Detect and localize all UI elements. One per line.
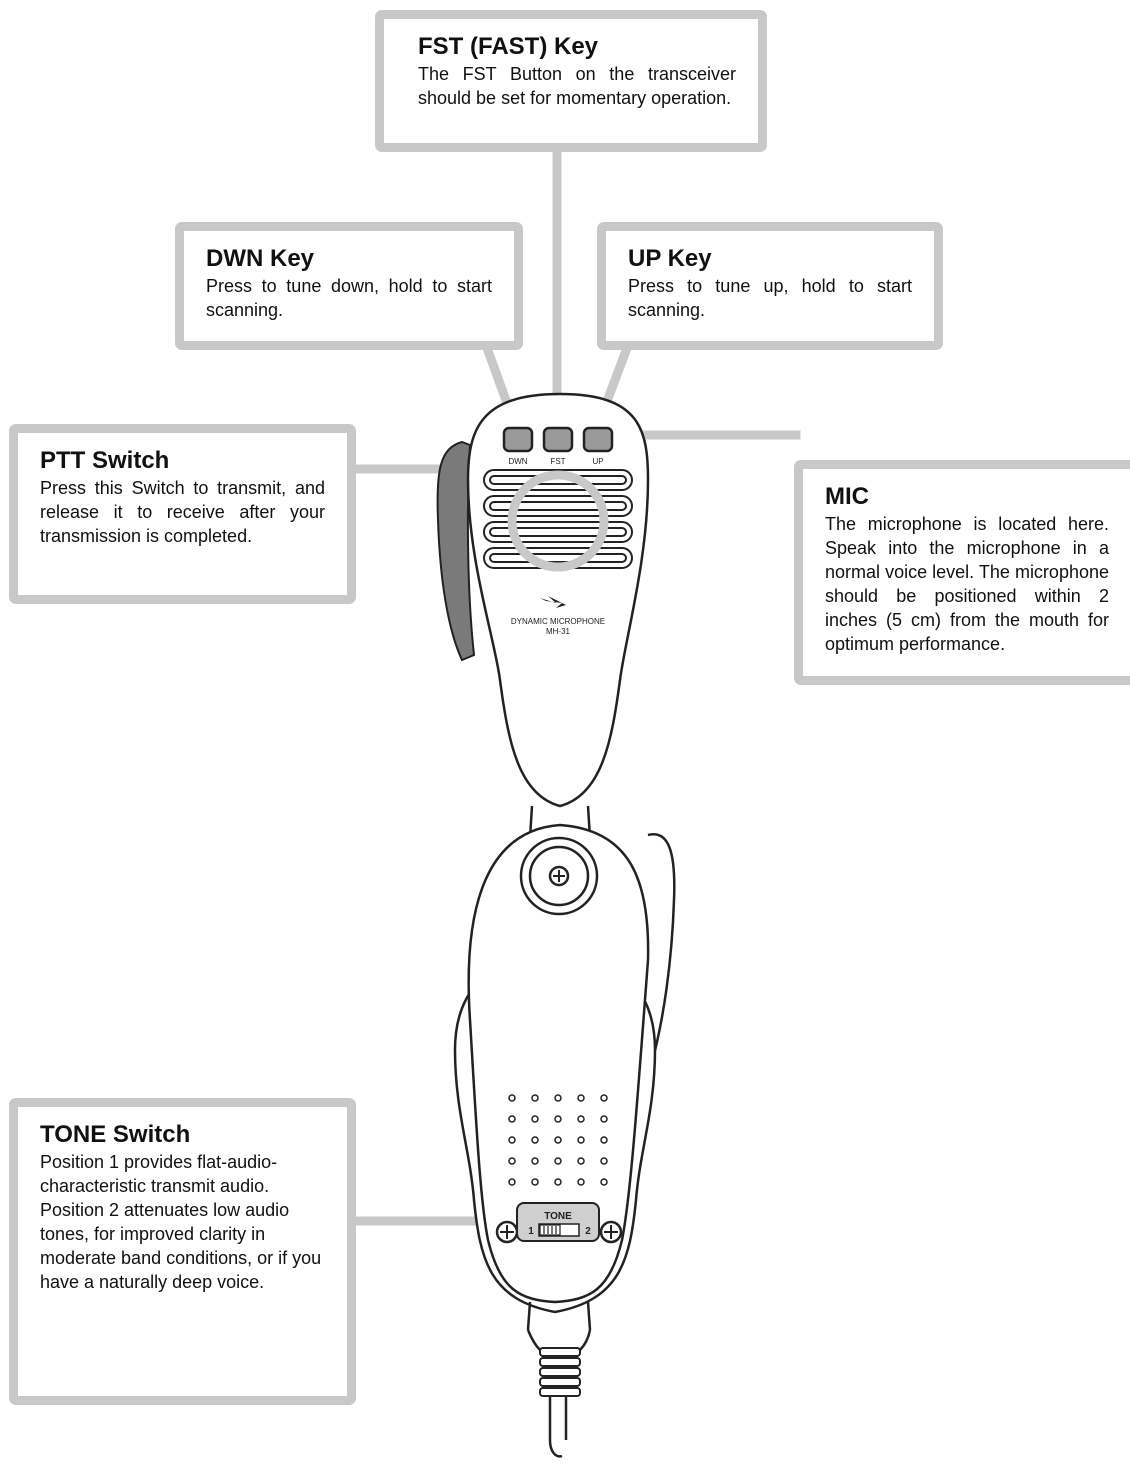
brand-text-line1: DYNAMIC MICROPHONE [511,617,605,626]
callout-ptt-body: Press this Switch to transmit, and relea… [40,478,325,546]
callout-ptt-title: PTT Switch [40,447,170,474]
up-key [582,426,614,453]
tone-switch-knob [539,1224,561,1236]
back-microphone [453,823,676,1458]
callout-up-key: UP Key Press to tune up, hold to start s… [597,222,943,350]
tone-position-1-label: 1 [528,1226,534,1237]
callout-mic-body: The microphone is located here. Speak in… [825,514,1109,654]
callout-dwn-body: Press to tune down, hold to start scanni… [206,276,492,320]
ptt-switch [436,440,476,662]
fst-key-label: FST [550,457,565,466]
callout-fst-title: FST (FAST) Key [418,33,599,60]
tone-switch-label: TONE [544,1211,572,1222]
speaker-holes [508,1094,608,1186]
callout-tone-body: Position 1 provides flat-audio-character… [40,1152,322,1292]
dwn-key [502,426,534,453]
callout-tone-switch: TONE Switch Position 1 provides flat-aud… [9,1098,356,1405]
fst-key [542,426,574,453]
back-mic-recess-outer [519,836,599,916]
callout-up-body: Press to tune up, hold to start scanning… [628,276,912,320]
callout-dwn-title: DWN Key [206,245,315,272]
callout-up-title: UP Key [628,245,712,272]
back-mic-recess-inner [528,845,590,907]
back-center-screw [548,865,570,887]
up-key-label: UP [592,457,603,466]
brand-text-line2: MH-31 [546,627,571,636]
callout-mic: MIC The microphone is located here. Spea… [794,460,1130,685]
tone-position-2-label: 2 [585,1226,591,1237]
mic-location-circle [507,470,609,572]
callout-dwn-key: DWN Key Press to tune down, hold to star… [175,222,523,350]
callout-fst-body: The FST Button on the transceiver should… [418,64,736,108]
dwn-key-label: DWN [508,457,527,466]
front-body [466,392,650,808]
brand-logo [540,596,566,608]
back-cord-strain-relief [539,1347,581,1397]
back-screw-right [599,1220,623,1244]
callout-fst-key: FST (FAST) Key The FST Button on the tra… [375,10,767,152]
callout-mic-title: MIC [825,483,869,510]
callout-tone-title: TONE Switch [40,1121,191,1148]
callout-ptt-switch: PTT Switch Press this Switch to transmit… [9,424,356,604]
